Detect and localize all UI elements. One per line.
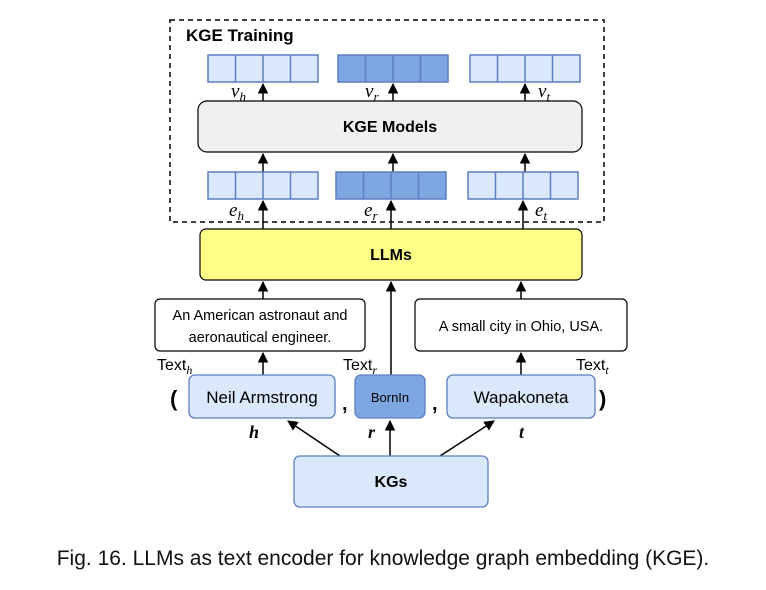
triple-tail: Wapakoneta: [474, 388, 569, 407]
llms-label: LLMs: [370, 247, 412, 264]
arrow-kgs-to-head: [287, 420, 341, 457]
text-tail-box: [414, 298, 628, 352]
text-head-box: [154, 298, 366, 352]
triple-head-box: [188, 374, 336, 419]
kge-models-box: [197, 100, 583, 153]
triple-head: Neil Armstrong: [206, 388, 317, 407]
label-v-relation: vr: [365, 81, 379, 104]
kge-models-label: KGE Models: [343, 119, 437, 136]
text-tail-content: A small city in Ohio, USA.: [439, 319, 603, 335]
triple-comma-2: ,: [432, 393, 438, 415]
text-head-line1: An American astronaut and: [173, 308, 348, 324]
input-vector-head: [207, 171, 319, 200]
kge-training-box: [169, 19, 605, 223]
triple-relation: BornIn: [371, 390, 409, 405]
label-e-tail: et: [535, 200, 547, 223]
kge-training-title: KGE Training: [186, 26, 294, 45]
input-vector-tail: [467, 171, 579, 200]
label-text-tail: Textt: [576, 357, 609, 377]
output-vector-relation: [337, 54, 449, 83]
label-e-head: eh: [229, 200, 244, 223]
triple-tail-box: [446, 374, 596, 419]
input-vector-relation: [335, 171, 447, 200]
kgs-box: [293, 455, 489, 508]
triple-close-paren: ): [599, 386, 606, 411]
label-e-relation: er: [364, 200, 378, 223]
llms-box: [199, 228, 583, 281]
triple-relation-box: [354, 374, 426, 419]
label-v-head: vh: [231, 81, 246, 104]
label-text-relation: Textr: [343, 357, 377, 377]
figure-caption: Fig. 16. LLMs as text encoder for knowle…: [56, 547, 710, 570]
symbol-h: h: [249, 422, 259, 442]
label-text-head: Texth: [157, 357, 192, 377]
kgs-label: KGs: [375, 474, 408, 491]
label-v-tail: vt: [538, 81, 550, 104]
output-vector-head: [207, 54, 319, 83]
triple-open-paren: (: [170, 386, 178, 411]
symbol-t: t: [519, 422, 525, 442]
output-vector-tail: [469, 54, 581, 83]
text-head-line2: aeronautical engineer.: [189, 330, 332, 346]
symbol-r: r: [368, 422, 376, 442]
triple-comma-1: ,: [342, 393, 348, 415]
arrow-kgs-to-tail: [439, 420, 495, 457]
